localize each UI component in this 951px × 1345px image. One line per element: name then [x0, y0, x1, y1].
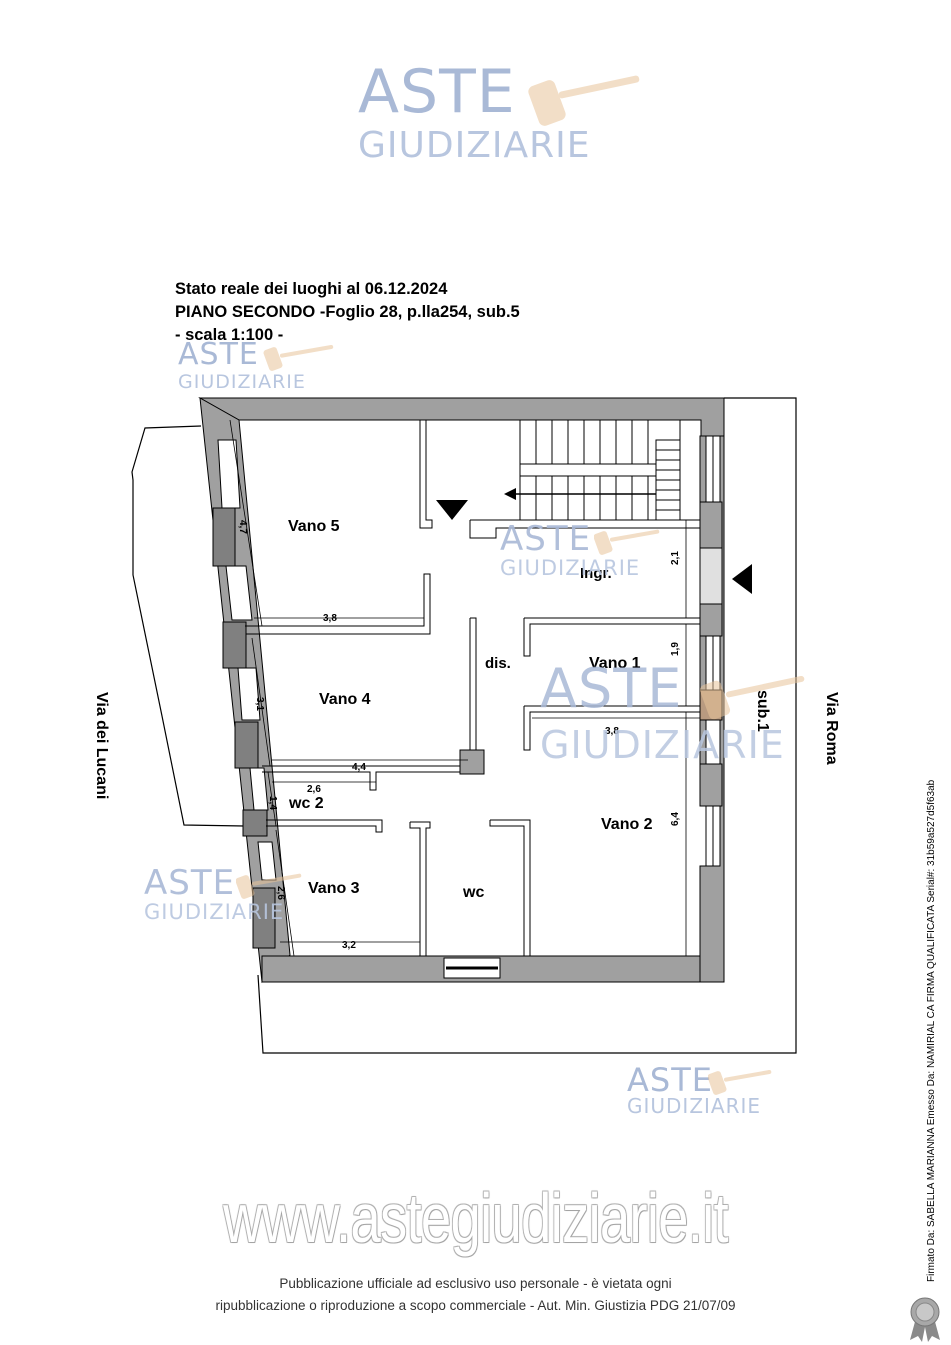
entrance-arrow-icon [732, 564, 752, 594]
gavel-icon [708, 1070, 772, 1095]
label-sub1: sub.1 [754, 690, 771, 732]
svg-text:2,6: 2,6 [275, 886, 286, 900]
watermark-aste-text: ASTE [358, 57, 516, 127]
website-watermark: www.astegiudiziarie.it [223, 1179, 729, 1257]
interior-walls [245, 420, 701, 957]
room-wc: wc [462, 884, 484, 901]
room-vano1: Vano 1 [589, 655, 641, 672]
room-vano4: Vano 4 [319, 691, 371, 708]
watermark-giudiziarie-text: GIUDIZIARIE [540, 723, 785, 767]
svg-text:3,1: 3,1 [254, 697, 265, 711]
watermark-aste-text: ASTE [178, 337, 259, 372]
room-vano3: Vano 3 [308, 880, 360, 897]
watermark-giudiziarie-text: GIUDIZIARIE [500, 556, 641, 580]
watermark-aste-text: ASTE [627, 1061, 713, 1099]
header-scale: - scala 1:100 - [175, 326, 284, 344]
left-piers [212, 507, 276, 949]
watermark-aste-text: ASTE [540, 657, 683, 720]
header-floor: PIANO SECONDO -Foglio 28, p.lla254, sub.… [175, 303, 520, 321]
down-arrow-icon [436, 500, 468, 520]
seal-icon [910, 1297, 940, 1342]
gavel-icon [263, 344, 334, 371]
stair-arrow-icon [504, 488, 516, 500]
watermark-giudiziarie-text: GIUDIZIARIE [627, 1094, 762, 1118]
street-right: Via Roma [823, 692, 840, 765]
room-vano2: Vano 2 [601, 816, 653, 833]
gavel-icon [700, 676, 805, 720]
dimension-lines [229, 419, 700, 957]
watermark-giudiziarie-text: GIUDIZIARIE [144, 900, 285, 924]
room-ingr: Ingr. [580, 565, 612, 582]
svg-text:2,6: 2,6 [307, 784, 321, 795]
svg-text:3,2: 3,2 [342, 940, 356, 951]
entrance-door [699, 547, 723, 605]
room-wc2: wc 2 [288, 795, 324, 812]
svg-text:3,8: 3,8 [323, 613, 337, 624]
gavel-icon [236, 873, 302, 899]
svg-text:6,4: 6,4 [670, 812, 681, 826]
balcony-outline [131, 425, 245, 827]
footer-line-1: Pubblicazione ufficiale ad esclusivo uso… [279, 1276, 672, 1291]
staircase [516, 419, 681, 521]
watermark-aste-text: ASTE [144, 863, 236, 903]
room-dis: dis. [485, 655, 511, 672]
lot-outline [257, 397, 797, 1054]
svg-text:1,9: 1,9 [670, 642, 681, 656]
svg-text:1,4: 1,4 [267, 796, 278, 810]
footer-line-2: ripubblicazione o riproduzione a scopo c… [215, 1298, 736, 1313]
digital-signature: Firmato Da: SABELLA MARIANNA Emesso Da: … [926, 779, 937, 1282]
room-vano5: Vano 5 [288, 518, 340, 535]
street-left: Via dei Lucani [93, 692, 110, 800]
left-windows [217, 439, 277, 881]
svg-text:2,1: 2,1 [670, 551, 681, 565]
svg-text:3,8: 3,8 [605, 726, 619, 737]
gavel-icon [528, 75, 640, 126]
watermark-giudiziarie-text: GIUDIZIARIE [178, 371, 306, 393]
watermark-aste-text: ASTE [500, 519, 592, 559]
watermark-giudiziarie-text: GIUDIZIARIE [358, 125, 591, 166]
gavel-icon [594, 529, 660, 555]
header-date: Stato reale dei luoghi al 06.12.2024 [175, 280, 448, 298]
svg-text:4,7: 4,7 [237, 520, 248, 534]
svg-text:4,4: 4,4 [352, 762, 366, 773]
